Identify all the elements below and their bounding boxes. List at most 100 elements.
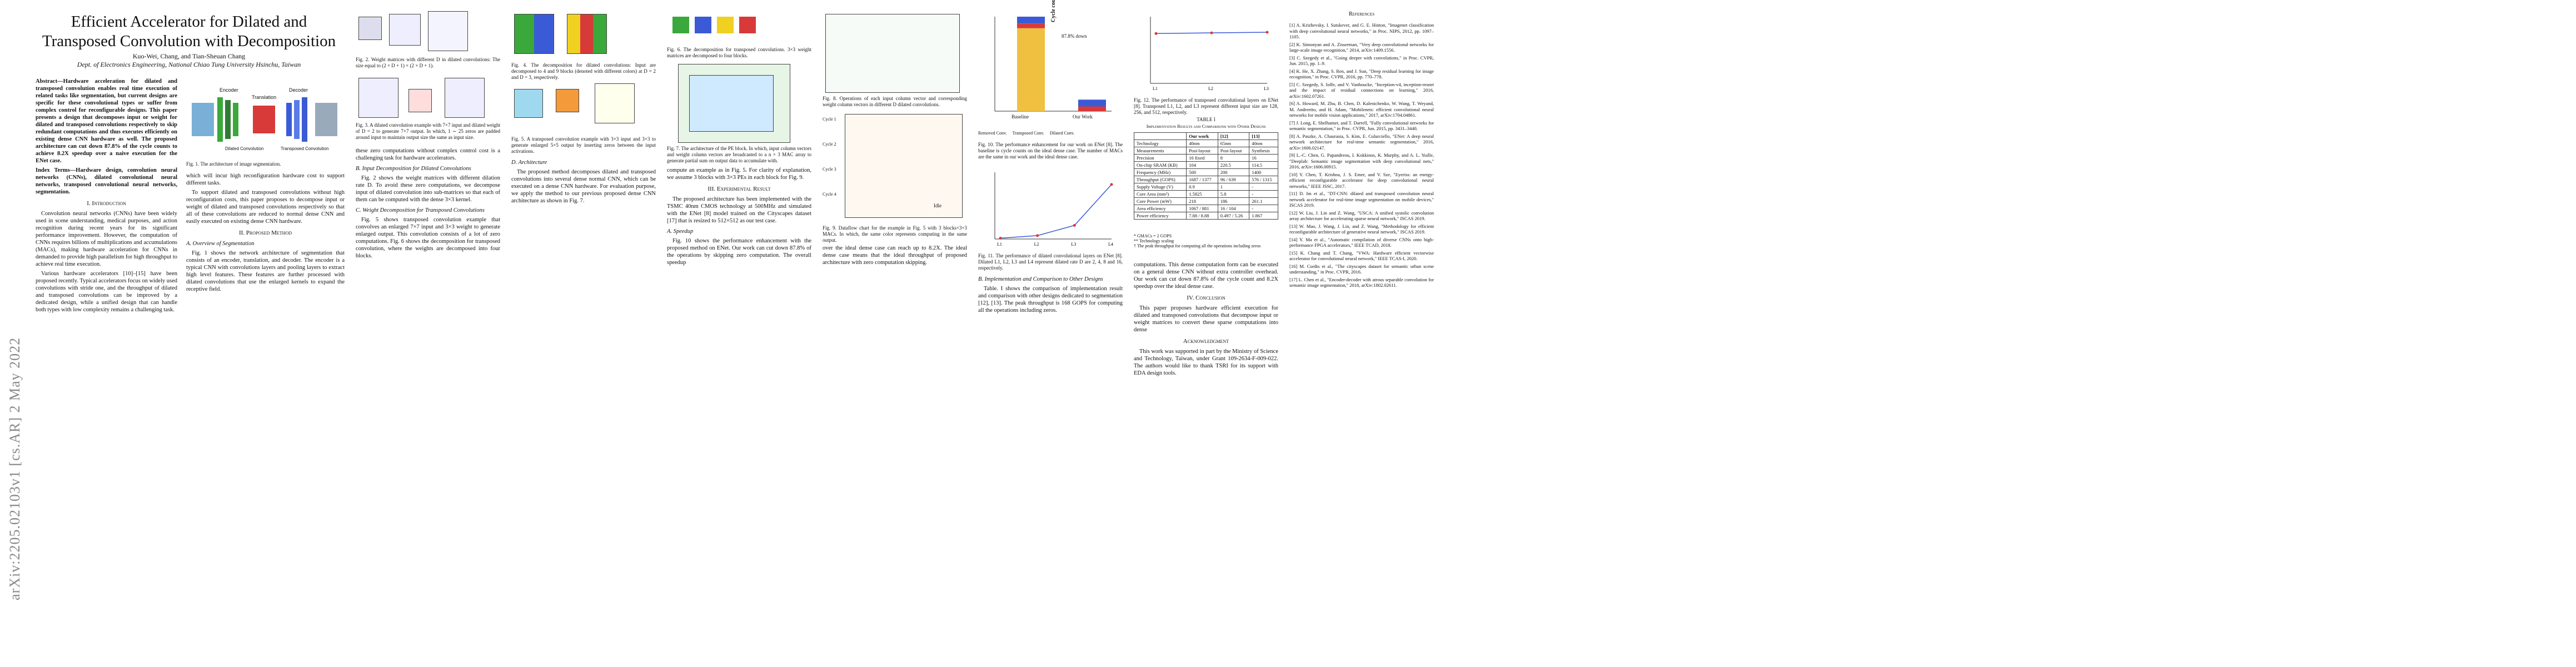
table-cell: 16 fixed [1186, 154, 1218, 162]
reference-item: [17] L. Chen et al., "Encoder-decoder wi… [1289, 276, 1434, 288]
table-cell: 218 [1186, 197, 1218, 205]
data-point [1073, 223, 1076, 227]
table-cell: 1 [1217, 183, 1250, 191]
column-7: B. Implementation and Comparison to Othe… [978, 272, 1123, 316]
data-point [1154, 32, 1158, 35]
bar-transposed-conv- [1078, 106, 1106, 111]
table-cell: 96 / 639 [1217, 176, 1250, 183]
cycle-down-label: 87.8% down [1062, 33, 1087, 39]
legend-transposed: Transposed Conv. [1012, 131, 1044, 136]
figure-10-caption: Fig. 10. The performance enhancement for… [978, 142, 1123, 160]
column-4: D. Architecture The proposed method deco… [511, 156, 656, 207]
cycle-row-2: Cycle 2 [823, 142, 836, 147]
series-line [1000, 184, 1112, 239]
table-cell: 500 [1186, 168, 1218, 176]
table-header-0 [1133, 132, 1187, 140]
table-cell: Throughput (GOPS) [1133, 176, 1187, 183]
reference-item: [16] M. Cordts et al., "The cityscapes d… [1289, 263, 1434, 275]
reference-item: [12] W. Liu, J. Lin and Z. Wang, "USCA: … [1289, 210, 1434, 222]
table-cell: 40nm [1249, 140, 1278, 147]
table-cell: 16 / 104 [1217, 205, 1250, 212]
author-names: Kuo-Wei, Chang, and Tian-Sheuan Chang [132, 52, 246, 60]
data-point [1036, 234, 1039, 237]
table-cell: Frequency (MHz) [1133, 168, 1187, 176]
index-terms: Index Terms—Hardware design, convolution… [36, 167, 177, 195]
weight-decomp-paragraph: Fig. 5 shows transposed convolution exam… [356, 217, 500, 259]
table-cell: 576 / 1315 [1249, 176, 1278, 183]
table-cell: 1687 / 1377 [1186, 176, 1218, 183]
idle-label: Idle [934, 203, 941, 208]
reference-item: [2] K. Simonyan and A. Zisserman, "Very … [1289, 41, 1434, 53]
table-cell: 0.9 [1186, 183, 1218, 191]
figure-5 [511, 83, 656, 133]
bar-dilated-conv- [1017, 17, 1045, 24]
authors-block: Kuo-Wei, Chang, and Tian-Sheuan Chang De… [33, 52, 345, 69]
data-point [1265, 31, 1269, 34]
figure-7-caption: Fig. 7. The architecture of the PE block… [667, 146, 811, 163]
subsection-input-decomp: B. Input Decomposition for Dilated Convo… [356, 166, 471, 172]
x-tick-label: L3 [1071, 242, 1076, 247]
figure-3-caption: Fig. 3. A dilated convolution example wi… [356, 122, 500, 140]
table-cell: 220.5 [1217, 161, 1250, 169]
figure-2 [356, 11, 500, 56]
left-paragraph-4: To support dilated and transposed convol… [186, 190, 345, 225]
table-header-3: [13] [1249, 132, 1278, 140]
paper-title: Efficient Accelerator for Dilated and Tr… [42, 13, 336, 50]
table-cell: 1.867 [1249, 212, 1278, 220]
figure-1-caption: Fig. 1. The architecture of image segmen… [186, 161, 281, 167]
column-3: these zero computations without complex … [356, 147, 500, 262]
subsection-seg: A. Overview of Segmentation [186, 241, 255, 247]
bar-dilated-conv- [1078, 99, 1106, 107]
figure-8 [823, 11, 967, 94]
section-ack: Acknowledgment [1183, 338, 1229, 345]
figure-8-caption: Fig. 8. Operations of each input column … [823, 96, 967, 107]
column-1: Abstract—Hardware acceleration for dilat… [36, 78, 177, 316]
figure-4 [511, 11, 656, 61]
reference-item: [5] C. Szegedy, S. Ioffe, and V. Vanhouc… [1289, 81, 1434, 99]
cycle-row-1: Cycle 1 [823, 117, 836, 122]
x-tick-label: L2 [1208, 86, 1213, 91]
figure-9-caption: Fig. 9. Dataflow chart for the example i… [823, 225, 967, 243]
col3-paragraph-1: these zero computations without complex … [356, 148, 500, 161]
intro-paragraph-1: Convolution neural networks (CNNs) have … [36, 211, 177, 267]
table-header-2: [12] [1217, 132, 1250, 140]
subsection-arch: D. Architecture [511, 160, 547, 166]
column-2: which will incur high reconfiguration ha… [186, 172, 345, 295]
table-cell: 0.497 / 5.26 [1217, 212, 1250, 220]
section-intro: I. Introduction [87, 200, 126, 207]
x10-ourwork: Our Work [1073, 114, 1093, 120]
table-cell: 1.5825 [1186, 190, 1218, 198]
reference-item: [8] A. Paszke, A. Chaurasia, S. Kim, E. … [1289, 133, 1434, 151]
column-8: computations. This dense computation for… [1134, 261, 1278, 379]
figure-3 [356, 75, 500, 120]
impl-paragraph: Table. I shows the comparison of impleme… [978, 286, 1123, 313]
table-cell: 186 [1217, 197, 1250, 205]
table-cell: 1400 [1249, 168, 1278, 176]
table-cell: 261.1 [1249, 197, 1278, 205]
table-cell: Power efficiency [1133, 212, 1187, 220]
table-cell: 16 [1249, 154, 1278, 162]
label-encoder: Encoder [220, 87, 238, 93]
table-notes: * GMACs = 2 GOPS** Technology scaling† T… [1134, 233, 1278, 248]
bar-transposed-conv- [1017, 23, 1045, 28]
label-decoder: Decoder [289, 87, 308, 93]
figure-12-caption: Fig. 12. The performance of transposed c… [1134, 97, 1278, 115]
abstract: Abstract—Hardware acceleration for dilat… [36, 78, 177, 164]
bar-removed-conv- [1017, 28, 1045, 112]
table-cell: - [1249, 190, 1278, 198]
table-cell: Supply Voltage (V) [1133, 183, 1187, 191]
label-dilated: Dilated Convolution [225, 146, 264, 151]
x10-baseline: Baseline [1012, 114, 1029, 120]
table-cell: 8 [1217, 154, 1250, 162]
x-tick-label: L3 [1264, 86, 1269, 91]
label-transposed: Transposed Convolution [281, 146, 329, 151]
reference-item: [6] A. Howard, M. Zhu, B. Chen, D. Kalen… [1289, 101, 1434, 118]
